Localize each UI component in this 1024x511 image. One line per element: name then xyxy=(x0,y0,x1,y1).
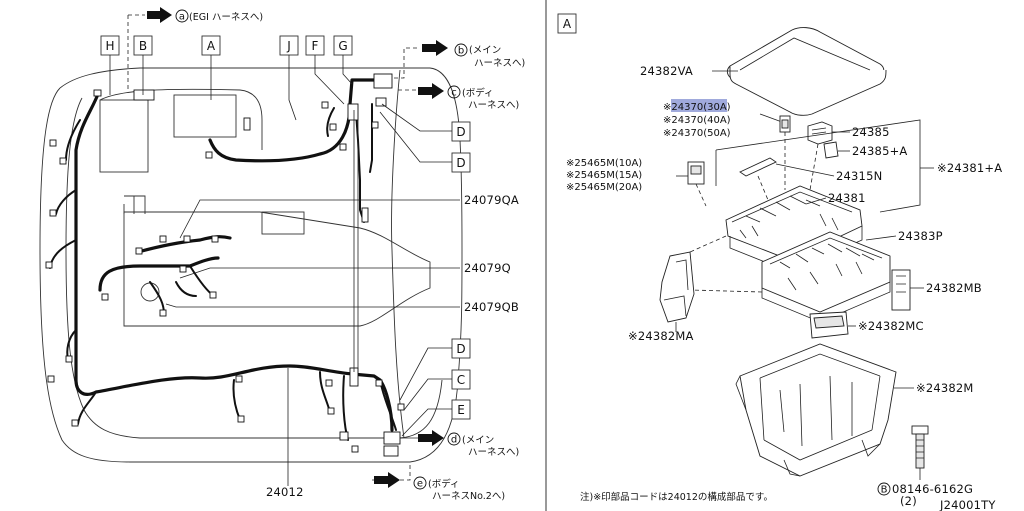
dest-b-letter: b xyxy=(458,46,464,57)
pn-24382mb: 24382MB xyxy=(926,281,982,295)
pn-24382va: 24382VA xyxy=(640,64,693,78)
dest-e-letter: e xyxy=(417,479,423,490)
harness-dest-d: d (メイン ハーネスへ) xyxy=(400,430,519,458)
connector-ref-boxes: D D D C E xyxy=(379,103,471,437)
relay-block-24383p xyxy=(761,231,891,323)
ref-d-2: D xyxy=(456,156,465,170)
pn-fuse-m10: ※25465M(10A) xyxy=(566,158,642,169)
pn-24385a: 24385+A xyxy=(852,144,908,158)
svg-text:A: A xyxy=(563,17,572,31)
bolt-b-circle xyxy=(877,482,891,496)
fuse-25465m xyxy=(687,161,707,207)
pn-bolt: 08146-6162G xyxy=(892,482,973,496)
pn-24315n: 24315N xyxy=(836,169,882,183)
callout-j: J xyxy=(286,39,291,53)
callout-f: F xyxy=(312,39,319,53)
pn-24012: 24012 xyxy=(266,485,304,499)
dest-d-line2: ハーネスへ) xyxy=(468,447,519,458)
drawing-id: J24001TY xyxy=(939,498,996,511)
section-a-label: A xyxy=(557,13,577,34)
main-harness xyxy=(49,78,397,441)
pn-24079qb: 24079QB xyxy=(464,300,519,314)
vehicle-outline xyxy=(39,14,463,481)
pn-fuse-40a: ※24370(40A) xyxy=(663,115,731,126)
dest-d-letter: d xyxy=(451,435,457,446)
dest-c-letter: c xyxy=(451,88,457,99)
pn-fuse-30a: ※24370(30A) xyxy=(663,102,731,113)
ref-e: E xyxy=(457,403,465,417)
ref-d-3: D xyxy=(456,342,465,356)
harness-dest-a: a (EGI ハーネスへ) xyxy=(147,7,263,23)
ref-d-1: D xyxy=(456,125,465,139)
harness-connectors xyxy=(45,73,405,457)
callout-h: H xyxy=(105,39,114,53)
left-part-numbers: 24079QA 24079Q 24079QB 24012 xyxy=(165,193,519,499)
dest-c-line2: ハーネスへ) xyxy=(468,100,519,111)
callout-b: B xyxy=(139,39,147,53)
pn-24383p: 24383P xyxy=(898,229,943,243)
pn-fuse-m15: ※25465M(15A) xyxy=(566,170,642,181)
fuse-link-24315n xyxy=(739,157,777,201)
dest-a-letter: a xyxy=(179,12,185,23)
callout-boxes: H B A J F G xyxy=(100,35,353,121)
harness-dest-e: e (ボディ ハーネスNo.2へ) xyxy=(374,472,505,502)
footnote: 注)※印部品コードは24012の構成部品です。 xyxy=(580,491,773,503)
side-cover-24382ma xyxy=(659,251,695,323)
dest-c-line1: (ボディ xyxy=(462,87,494,99)
pn-24381a: ※24381+A xyxy=(937,161,1002,175)
callout-g: G xyxy=(338,39,347,53)
dest-a-text: (EGI ハーネスへ) xyxy=(189,12,263,23)
pn-24079qa: 24079QA xyxy=(464,193,519,207)
pn-24382mc: ※24382MC xyxy=(858,319,924,333)
pn-24381: 24381 xyxy=(828,191,866,205)
connector-24385 xyxy=(807,121,839,191)
harness-dest-c: c (ボディ ハーネスへ) xyxy=(418,83,519,111)
bracket-24381a xyxy=(715,119,921,213)
bolt-b-letter: B xyxy=(881,485,888,496)
callout-a: A xyxy=(207,39,216,53)
pn-24382ma: ※24382MA xyxy=(628,329,694,343)
dest-e-line2: ハーネスNo.2へ) xyxy=(432,491,505,502)
lower-case-24382m xyxy=(735,343,897,477)
pn-fuse-50a: ※24370(50A) xyxy=(663,128,731,139)
side-cover-24382mb xyxy=(891,269,911,311)
dest-e-line1: (ボディ xyxy=(428,478,460,490)
pn-24079q: 24079Q xyxy=(464,261,511,275)
bolt-qty: (2) xyxy=(900,494,917,508)
harness-dest-b: b (メイン ハーネスへ) xyxy=(422,40,525,69)
fuse-box-cover xyxy=(726,27,887,116)
highlight-24370 xyxy=(671,99,727,112)
ref-c: C xyxy=(457,373,465,387)
fuse-24370 xyxy=(779,115,791,190)
clip-24382mc xyxy=(809,311,849,339)
dest-b-line2: ハーネスへ) xyxy=(474,58,525,69)
dest-d-line1: (メイン xyxy=(462,435,494,446)
dest-b-line1: (メイン xyxy=(469,45,501,56)
bolt xyxy=(911,425,929,480)
pn-24382m: ※24382M xyxy=(916,381,974,395)
pn-fuse-m20: ※25465M(20A) xyxy=(566,182,642,193)
